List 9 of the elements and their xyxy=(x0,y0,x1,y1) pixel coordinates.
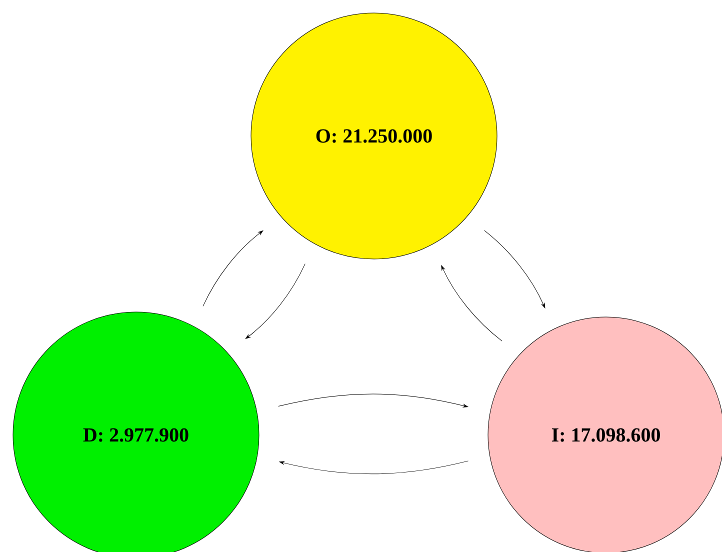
arrow xyxy=(278,394,468,408)
arrow xyxy=(202,230,264,306)
arrow xyxy=(245,264,306,339)
circle-node: I: 17.098.600 xyxy=(488,316,722,552)
arrow xyxy=(441,265,502,342)
arrow xyxy=(279,460,468,474)
circle-node: D: 2.977.900 xyxy=(12,312,260,552)
arrow xyxy=(484,230,546,308)
circle-node: O: 21.250.000 xyxy=(250,12,498,260)
